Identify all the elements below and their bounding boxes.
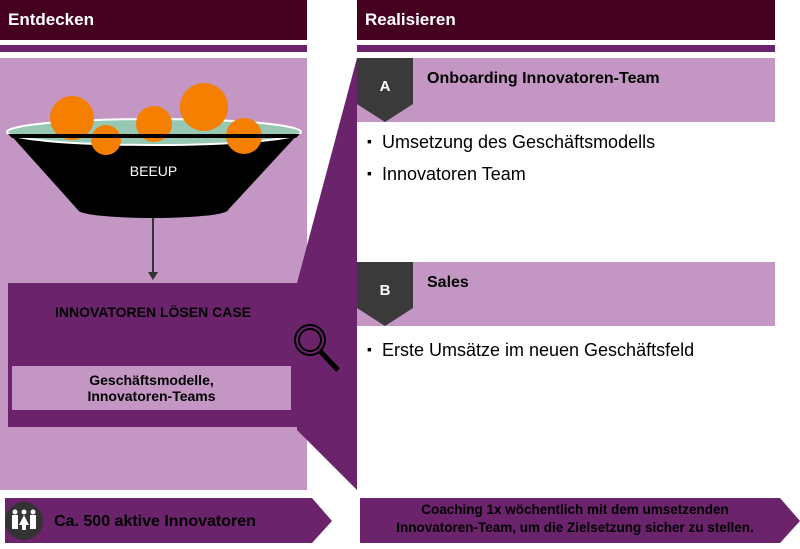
magnifier-icon (294, 324, 340, 372)
funnel-label: BEEUP (129, 163, 178, 179)
bullet-item: Umsetzung des Geschäftsmodells (367, 132, 655, 153)
header-realisieren: Realisieren (357, 0, 775, 40)
bullet-item: Erste Umsätze im neuen Geschäftsfeld (367, 340, 694, 361)
arrow-down-icon (148, 218, 158, 280)
footer-arrow-right (360, 498, 800, 543)
divider (357, 45, 775, 52)
section-b-title: Sales (427, 274, 469, 291)
section-a-title: Onboarding Innovatoren-Team (427, 70, 660, 87)
footer-line: Coaching 1x wöchentlich mit dem umsetzen… (421, 502, 729, 517)
badge-a (357, 58, 413, 122)
case-result-line: Innovatoren-Teams (87, 388, 216, 404)
people-icon (5, 502, 43, 540)
left-footer-text: Ca. 500 aktive Innovatoren (54, 513, 256, 530)
footer-line: Innovatoren-Team, um die Zielsetzung sic… (396, 520, 754, 535)
section-b-bar (357, 262, 775, 326)
header-entdecken: Entdecken (0, 0, 307, 40)
badge-b (357, 262, 413, 326)
case-result-box (12, 366, 291, 410)
badge-b-label: B (379, 282, 391, 299)
zoom-connector (297, 58, 357, 490)
right-footer-text: Coaching 1x wöchentlich mit dem umsetzen… (360, 501, 790, 537)
divider (0, 45, 307, 52)
case-title: INNOVATOREN LÖSEN CASE (54, 304, 252, 320)
case-result-line: Geschäftsmodelle, (89, 372, 214, 388)
section-a-bar (357, 58, 775, 122)
footer-arrow-left (5, 498, 332, 543)
bullet-item: Innovatoren Team (367, 164, 526, 185)
case-result: Geschäftsmodelle,Innovatoren-Teams (12, 372, 291, 404)
funnel-icon (6, 83, 302, 218)
badge-a-label: A (379, 78, 391, 95)
